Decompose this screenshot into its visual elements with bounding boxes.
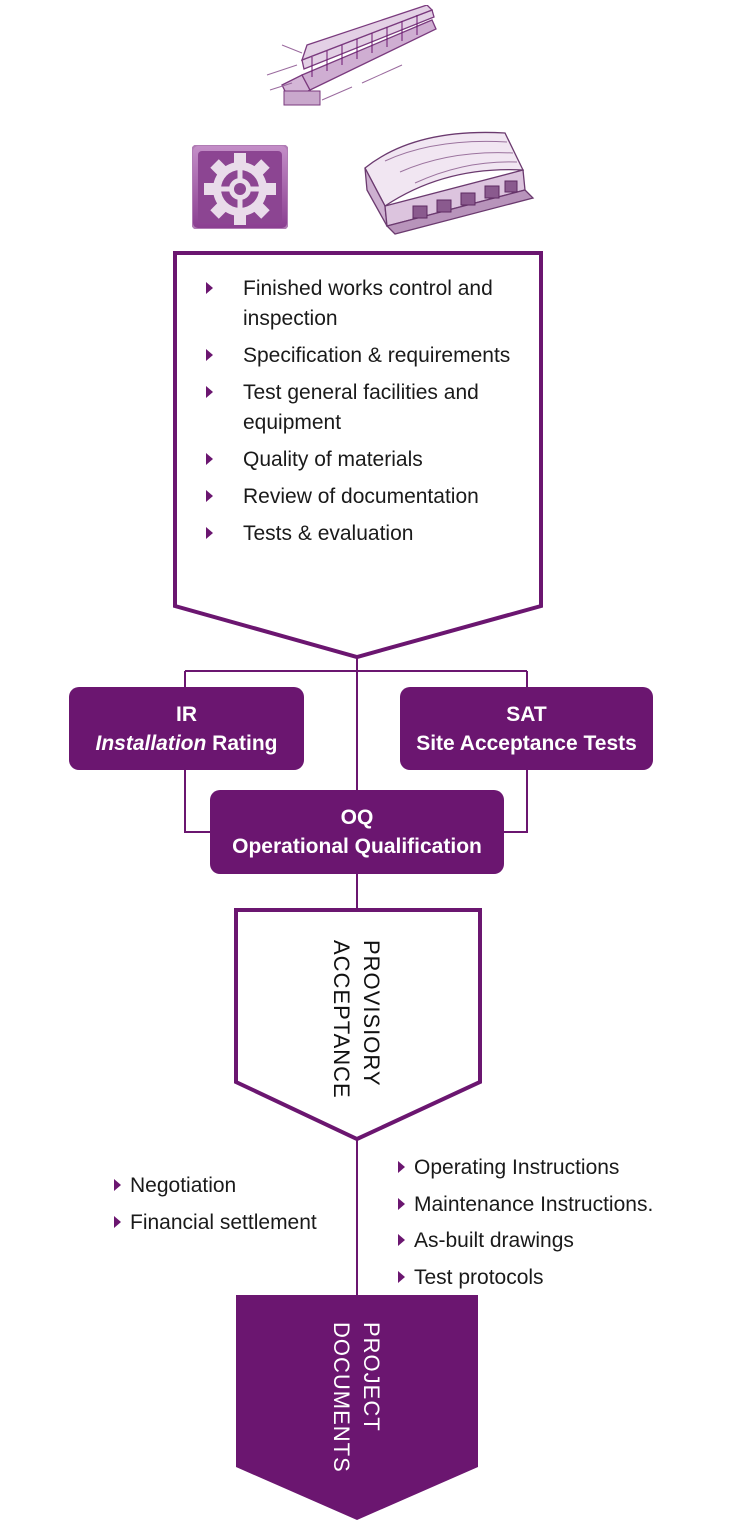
list-item: Specification & requirements <box>206 341 523 371</box>
oq-box-subtitle: Operational Qualification <box>232 835 482 858</box>
settings-gear-icon <box>192 145 288 229</box>
ir-box: IR Installation Rating <box>69 687 304 770</box>
warehouse-building-icon <box>364 131 535 235</box>
list-item-label: Finished works control and inspection <box>243 277 493 330</box>
list-item: As-built drawings <box>398 1227 734 1255</box>
provisory-acceptance-label: PROVISIORY ACCEPTANCE <box>326 940 386 1099</box>
list-item: Negotiation <box>114 1172 360 1200</box>
bullet-arrow-icon <box>114 1216 121 1228</box>
oq-box-title: OQ <box>340 806 374 829</box>
settlement-list: Negotiation Financial settlement <box>114 1172 360 1246</box>
bullet-arrow-icon <box>398 1161 405 1173</box>
bullet-arrow-icon <box>114 1179 121 1191</box>
bullet-arrow-icon <box>398 1270 405 1283</box>
list-item: Operating Instructions <box>398 1154 734 1182</box>
documents-list: Operating Instructions Maintenance Instr… <box>398 1154 734 1300</box>
project-chevron <box>236 1295 478 1520</box>
connector-lines <box>184 657 528 1295</box>
sat-box-title: SAT <box>506 702 547 726</box>
project-line-2: DOCUMENTS <box>329 1322 354 1473</box>
ir-box-title: IR <box>176 702 197 726</box>
list-item-label: Financial settlement <box>130 1211 317 1234</box>
ir-subtitle-rest: Rating <box>206 731 278 755</box>
inspection-checklist: Finished works control and inspection Sp… <box>206 274 523 556</box>
oq-box: OQ Operational Qualification <box>210 790 504 874</box>
bullet-arrow-icon <box>398 1234 405 1246</box>
checklist-chevron-outline <box>173 251 543 660</box>
ir-subtitle-italic: Installation <box>95 731 207 755</box>
bullet-arrow-icon <box>398 1197 405 1210</box>
bullet-arrow-icon <box>206 453 213 465</box>
list-item: Finished works control and inspection <box>206 274 523 334</box>
sat-box: SAT Site Acceptance Tests <box>400 687 653 770</box>
provisory-line-1: PROVISIORY <box>359 940 384 1087</box>
list-item-label: Maintenance Instructions. <box>414 1192 654 1216</box>
sat-box-subtitle: Site Acceptance Tests <box>416 731 637 755</box>
ir-box-subtitle: Installation Rating <box>95 729 277 758</box>
list-item-label: Test protocols <box>414 1265 544 1289</box>
bullet-arrow-icon <box>206 527 213 539</box>
list-item-label: Specification & requirements <box>243 344 511 367</box>
bullet-arrow-icon <box>206 490 213 502</box>
conveyor-line-icon <box>266 5 437 106</box>
list-item-label: Tests & evaluation <box>243 522 414 545</box>
bullet-arrow-icon <box>206 349 213 361</box>
list-item: Financial settlement <box>114 1209 360 1237</box>
list-item-label: Quality of materials <box>243 448 423 471</box>
list-item: Review of documentation <box>206 482 523 512</box>
list-item: Tests & evaluation <box>206 519 523 549</box>
list-item-label: Operating Instructions <box>414 1156 620 1179</box>
list-item: Test general facilities and equipment <box>206 378 523 438</box>
provisory-chevron-outline <box>234 908 482 1142</box>
bullet-arrow-icon <box>206 386 213 398</box>
list-item-label: Review of documentation <box>243 485 479 508</box>
project-documents-label: PROJECT DOCUMENTS <box>326 1322 386 1473</box>
list-item-label: As-built drawings <box>414 1229 574 1252</box>
list-item: Test protocols <box>398 1264 734 1292</box>
provisory-line-2: ACCEPTANCE <box>329 940 354 1099</box>
list-item-label: Negotiation <box>130 1174 237 1197</box>
list-item-label: Test general facilities and equipment <box>243 381 479 434</box>
project-line-1: PROJECT <box>359 1322 384 1432</box>
bullet-arrow-icon <box>206 282 213 294</box>
list-item: Maintenance Instructions. <box>398 1191 734 1219</box>
list-item: Quality of materials <box>206 445 523 475</box>
